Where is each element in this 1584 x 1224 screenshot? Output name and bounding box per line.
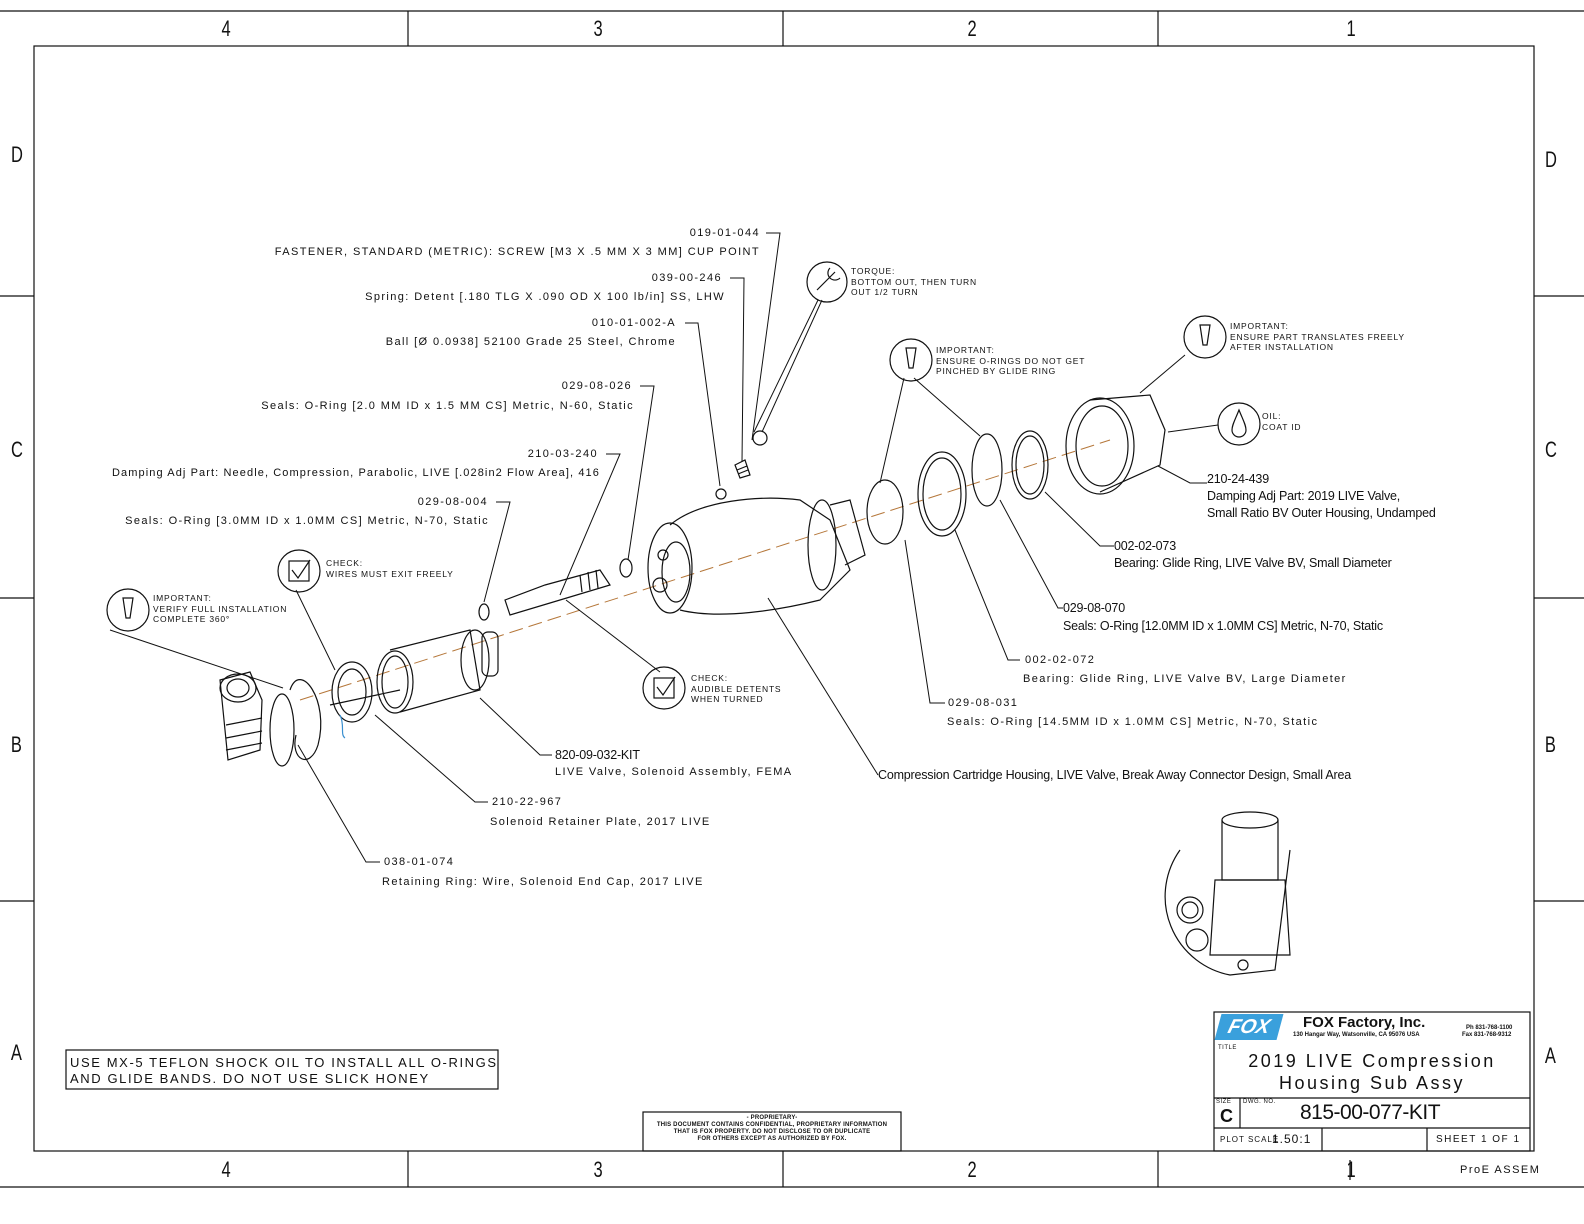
inset-view [1164, 811, 1291, 976]
sheet-number: SHEET 1 OF 1 [1436, 1134, 1521, 1145]
proprietary-notice: - PROPRIETARY-THIS DOCUMENT CONTAINS CON… [656, 1115, 888, 1142]
leader-lines [109, 232, 1219, 863]
outer-housing [1065, 394, 1166, 495]
callout-part-number: 210-22-967 [492, 796, 563, 808]
callout-part-number: 820-09-032-KIT [555, 748, 640, 762]
callout-description: Compression Cartridge Housing, LIVE Valv… [878, 768, 1351, 782]
company-phone: Ph 831-768-1100 [1466, 1025, 1513, 1031]
callout-description: Spring: Detent [.180 TLG X .090 OD X 100… [365, 291, 725, 303]
zone-row-d-left: D [10, 142, 23, 167]
zone-row-b-left: B [10, 732, 22, 757]
company-address: 130 Hangar Way, Watsonville, CA 95076 US… [1293, 1032, 1420, 1038]
zone-column-2-bottom: 2 [967, 1157, 977, 1182]
zone-column-4-top: 4 [221, 16, 231, 41]
o-ring-14-5 [866, 479, 904, 545]
sheet-size: C [1220, 1106, 1233, 1126]
callout-description: Solenoid Retainer Plate, 2017 LIVE [490, 816, 711, 828]
callout-description: Retaining Ring: Wire, Solenoid End Cap, … [382, 876, 704, 888]
drawing-number: 815-00-077-KIT [1300, 1101, 1441, 1124]
callout-part-number: 039-00-246 [651, 272, 722, 284]
title-label: TITLE [1218, 1045, 1237, 1051]
callout-part-number: 038-01-074 [384, 856, 455, 868]
callout-part-number: 029-08-004 [417, 496, 488, 508]
zone-column-4-bottom: 4 [221, 1157, 231, 1182]
retaining-ring [289, 679, 322, 760]
callout-part-number: 210-03-240 [527, 448, 598, 460]
callout-part-number: 010-01-002-A [591, 317, 676, 329]
callout-description: FASTENER, STANDARD (METRIC): SCREW [M3 X… [274, 246, 760, 258]
zone-column-3-bottom: 3 [593, 1157, 603, 1182]
callout-description: Seals: O-Ring [12.0MM ID x 1.0MM CS] Met… [1063, 619, 1383, 633]
zone-row-a-left: A [10, 1040, 22, 1065]
glide-ring-large [917, 451, 967, 537]
o-ring-needle [619, 558, 633, 578]
callout-description: LIVE Valve, Solenoid Assembly, FEMA [555, 766, 793, 778]
title-block-lines [1213, 1011, 1531, 1180]
proprietary-box [642, 1111, 902, 1152]
general-note-box [65, 1049, 499, 1090]
compression-cartridge-housing [647, 497, 866, 615]
flag-symbols [106, 261, 1261, 710]
solenoid-end-cap [219, 671, 295, 767]
callout-part-number: 002-02-072 [1025, 654, 1096, 666]
zone-column-3-top: 3 [593, 16, 603, 41]
retainer-plate [331, 661, 373, 723]
callout-description: Seals: O-Ring [14.5MM ID x 1.0MM CS] Met… [947, 716, 1319, 728]
callout-description: Seals: O-Ring [2.0 MM ID x 1.5 MM CS] Me… [261, 400, 634, 412]
plot-scale: 1.50:1 [1272, 1132, 1312, 1146]
ball [715, 488, 727, 500]
callout-part-number: 029-08-026 [561, 380, 632, 392]
callout-part-number: 210-24-439 [1207, 472, 1269, 486]
callout-part-number: 019-01-044 [689, 227, 760, 239]
glide-ring-small [1011, 430, 1049, 500]
o-ring-small [478, 603, 490, 621]
fox-logo: FOX [1214, 1014, 1284, 1040]
size-label: SIZE [1216, 1099, 1232, 1105]
detent-spring [734, 459, 751, 479]
zone-row-a-right: A [1544, 1043, 1556, 1068]
callout-description: Seals: O-Ring [3.0MM ID x 1.0MM CS] Metr… [125, 515, 489, 527]
company-name: FOX Factory, Inc. [1303, 1014, 1426, 1031]
company-fax: Fax 831-768-9312 [1462, 1032, 1512, 1038]
callout-part-number: 029-08-031 [948, 697, 1019, 709]
solenoid-assembly [329, 629, 499, 714]
zone-row-c-right: C [1544, 437, 1557, 462]
set-screw [752, 430, 768, 446]
callout-description: Damping Adj Part: 2019 LIVE Valve, [1207, 489, 1401, 503]
o-ring-12 [971, 433, 1003, 507]
oil-note: OIL:COAT ID [1262, 411, 1302, 432]
zone-row-d-right: D [1544, 147, 1557, 172]
dwg-no-label: DWG. NO. [1243, 1099, 1276, 1105]
software-label: ProE ASSEM [1460, 1164, 1541, 1176]
zone-column-1-bottom: 1 [1346, 1157, 1356, 1182]
callout-part-number: 029-08-070 [1063, 601, 1125, 615]
plot-scale-label: PLOT SCALE [1220, 1135, 1280, 1144]
callout-description: Ball [Ø 0.0938] 52100 Grade 25 Steel, Ch… [385, 336, 676, 348]
check-wires-note: CHECK:WIRES MUST EXIT FREELY [326, 558, 454, 579]
callout-description: Bearing: Glide Ring, LIVE Valve BV, Smal… [1114, 556, 1392, 570]
zone-row-b-right: B [1544, 732, 1556, 757]
callout-description: Small Ratio BV Outer Housing, Undamped [1207, 506, 1436, 520]
zone-column-2-top: 2 [967, 16, 977, 41]
needle [504, 569, 611, 616]
zone-column-1-top: 1 [1346, 16, 1356, 41]
assembly-centerline [299, 439, 1111, 701]
callout-part-number: 002-02-073 [1114, 539, 1176, 553]
zone-row-c-left: C [10, 437, 23, 462]
general-note: USE MX-5 TEFLON SHOCK OIL TO INSTALL ALL… [70, 1055, 498, 1086]
callout-description: Damping Adj Part: Needle, Compression, P… [111, 467, 600, 479]
callout-description: Bearing: Glide Ring, LIVE Valve BV, Larg… [1023, 673, 1347, 685]
